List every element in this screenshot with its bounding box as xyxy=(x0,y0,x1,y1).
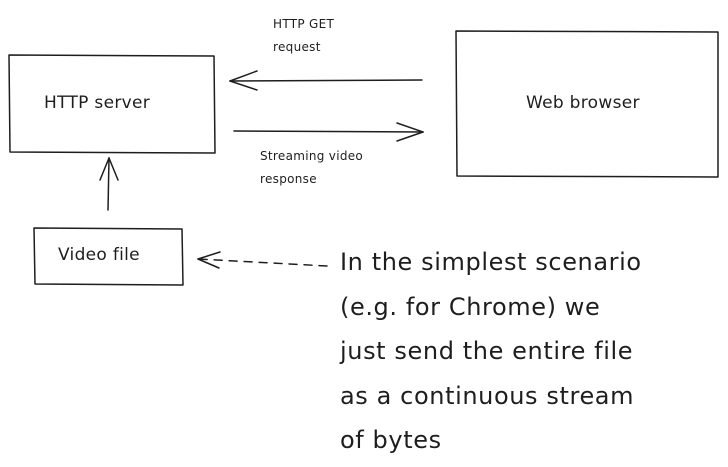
web-browser-box[interactable] xyxy=(455,30,719,178)
file-to-server-arrow xyxy=(99,157,119,211)
scenario-note-line: as a continuous stream xyxy=(340,381,635,410)
http-server-label: HTTP server xyxy=(44,93,151,113)
video-response-label-line: response xyxy=(260,172,317,186)
get-request-label-line: request xyxy=(273,40,321,54)
scenario-note: In the simplest scenario (e.g. for Chrom… xyxy=(340,240,642,463)
get-request-label: HTTP GET request xyxy=(273,13,334,59)
http-server-box[interactable] xyxy=(8,54,216,154)
scenario-note-line: In the simplest scenario xyxy=(340,248,642,276)
scenario-note-line: (e.g. for Chrome) we xyxy=(340,292,601,321)
scenario-note-line: of bytes xyxy=(340,426,442,454)
video-file-label: Video file xyxy=(58,245,140,265)
video-response-label-line: Streaming video xyxy=(260,149,364,163)
video-response-label: Streaming video response xyxy=(260,145,363,191)
note-pointer-arrow xyxy=(197,251,328,269)
video-response-arrow xyxy=(233,122,424,142)
video-file-box[interactable] xyxy=(33,227,184,286)
web-browser-label: Web browser xyxy=(526,93,640,113)
get-request-label-line: HTTP GET xyxy=(273,17,335,31)
scenario-note-line: just send the entire file xyxy=(340,337,634,365)
get-request-arrow xyxy=(229,70,423,91)
